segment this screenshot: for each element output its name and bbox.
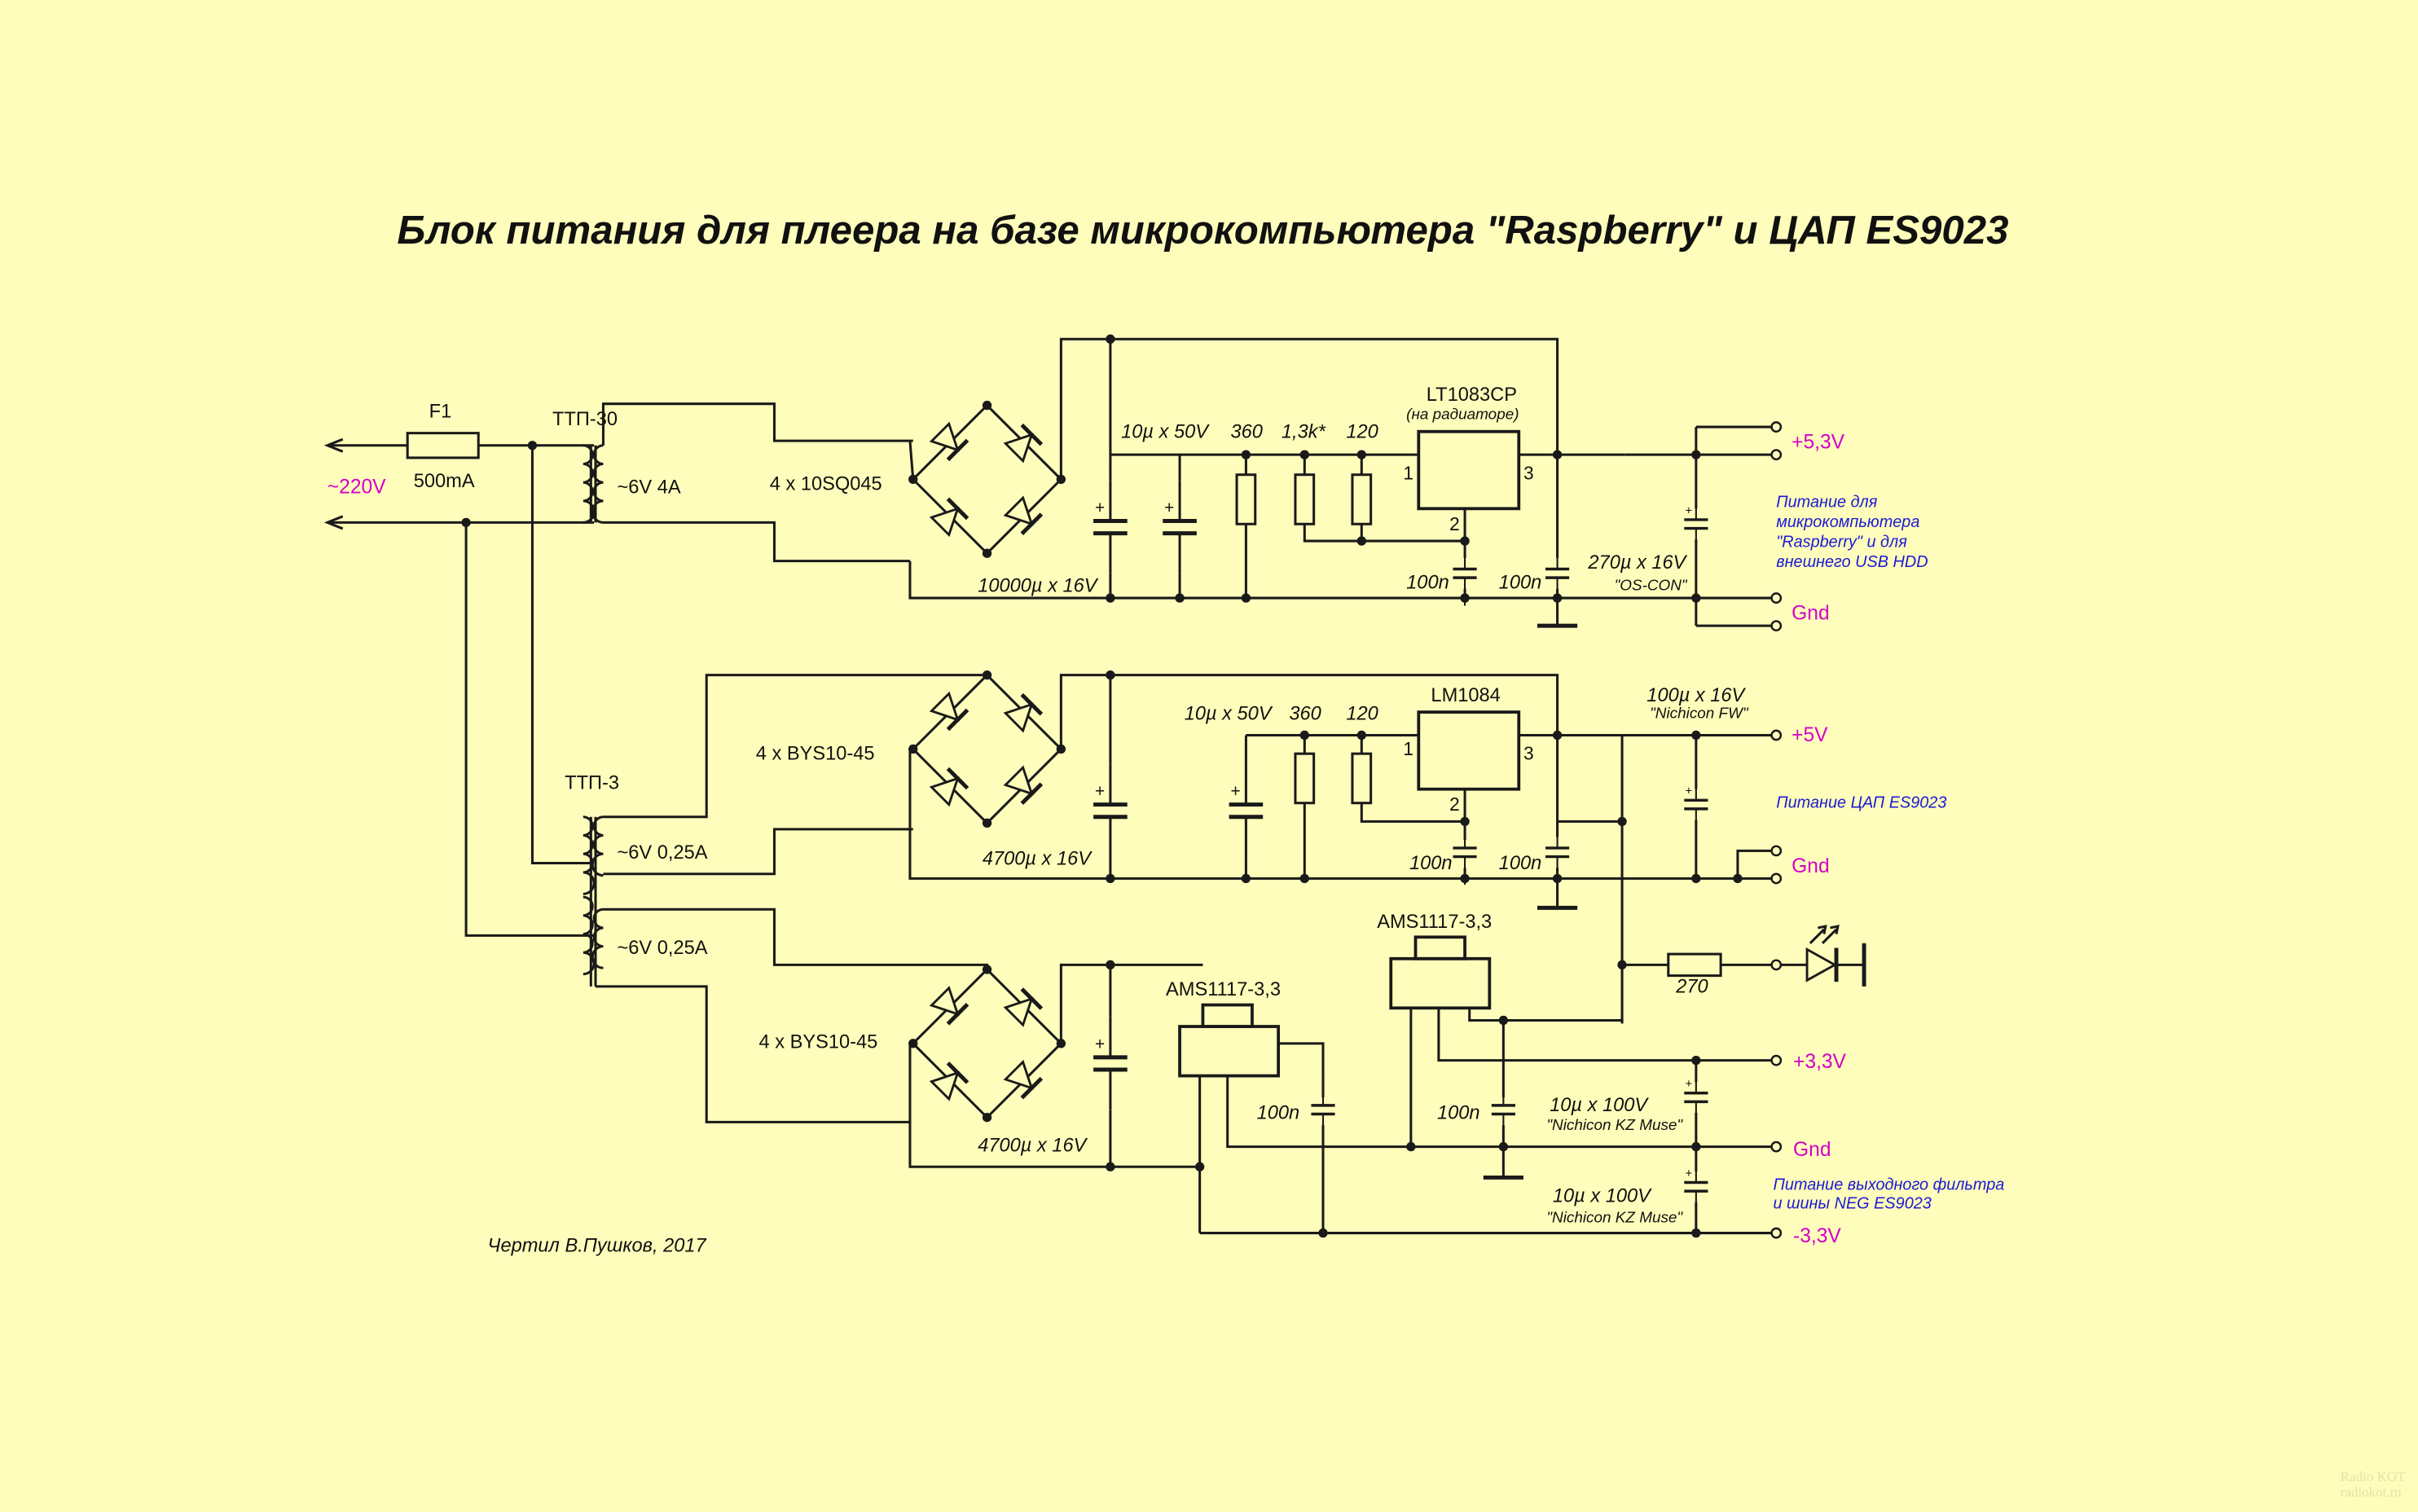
ch1-note: Питание для микрокомпьютера "Raspberry" … <box>1776 493 1928 571</box>
ch3-note-line2: и шины NEG ES9023 <box>1773 1194 1931 1212</box>
regulator-ams1117-positive: AMS1117-3,3 <box>1377 912 1492 1010</box>
ch3-c-neg-label: 100n <box>1257 1103 1300 1124</box>
ch3-reg-pos-label: AMS1117-3,3 <box>1377 912 1492 933</box>
ch1-note-line2: микрокомпьютера <box>1776 513 1919 531</box>
led-resistor-label: 270 <box>1675 976 1708 997</box>
ch2-c-out-label: 100n <box>1499 853 1542 874</box>
regulator-ams1117-negative: AMS1117-3,3 <box>1166 979 1281 1078</box>
fuse-label: F1 <box>429 402 452 423</box>
mains-input: ~220V <box>323 437 595 530</box>
ch2-r1-label: 360 <box>1289 704 1321 725</box>
ch1-r2-label: 1,3k* <box>1282 421 1326 442</box>
transformer-2-name: ТТП-3 <box>565 773 619 794</box>
ch3-gnd-label: Gnd <box>1793 1139 1831 1161</box>
ch2-regulator-label: LM1084 <box>1431 685 1500 706</box>
ch1-regulator-note: (на радиаторе) <box>1406 407 1519 424</box>
ch1-c-out-label: 100n <box>1499 573 1542 594</box>
ch2-c-adj-label: 100n <box>1409 853 1453 874</box>
fuse-f1: F1 500mA <box>406 402 480 492</box>
ch3-cap-pos-label: 10µ x 100V <box>1550 1095 1649 1116</box>
bridge-rectifier-2 <box>908 670 1066 828</box>
fuse-rating: 500mA <box>414 471 475 492</box>
ch3-note-line1: Питание выходного фильтра <box>1773 1176 2004 1194</box>
bridge-3-label: 4 x BYS10-45 <box>759 1032 878 1053</box>
watermark-url: radiokot.ru <box>2341 1484 2403 1500</box>
ch2-cap10u-label: 10µ x 50V <box>1185 704 1273 725</box>
mains-voltage-label: ~220V <box>328 476 386 498</box>
watermark-logo: Radio KOT <box>2341 1469 2406 1484</box>
ch1-pin1: 1 <box>1403 462 1413 483</box>
transformer-1-secondary: ~6V 4A <box>617 477 680 498</box>
ch2-out-cap-label: 100µ x 16V <box>1646 685 1746 706</box>
regulator-lt1083cp: LT1083CP (на радиаторе) 1 2 3 <box>1403 385 1533 534</box>
ch3-c-pos-label: 100n <box>1437 1103 1480 1124</box>
ch1-regulator-label: LT1083CP <box>1427 385 1517 406</box>
transformer-1-name: ТТП-30 <box>552 409 618 430</box>
transformer-ttp-30: ТТП-30 ~6V 4A <box>552 409 681 524</box>
ch3-cap-neg-note: "Nichicon KZ Muse" <box>1546 1209 1683 1226</box>
ch3-reg-neg-label: AMS1117-3,3 <box>1166 979 1281 1000</box>
ch2-pin2: 2 <box>1449 793 1460 815</box>
ch3-out-neg: -3,3V <box>1793 1225 1841 1247</box>
ch2-gnd-label: Gnd <box>1792 855 1829 877</box>
ch1-out-voltage: +5,3V <box>1792 432 1845 454</box>
transformer-2-secondary-2: ~6V 0,25A <box>617 938 707 959</box>
ch1-note-line1: Питание для <box>1776 493 1878 511</box>
ch1-note-line3: "Raspberry" и для <box>1776 534 1907 552</box>
ch1-r1-label: 360 <box>1230 421 1262 442</box>
ch1-out-cap-label: 270µ x 16V <box>1587 552 1687 574</box>
ch2-note: Питание ЦАП ES9023 <box>1776 793 1946 811</box>
ch2-filter-cap-label: 4700µ x 16V <box>983 848 1092 869</box>
ch2-out-cap-note: "Nichicon FW" <box>1650 705 1749 723</box>
ch1-pin2: 2 <box>1449 513 1460 534</box>
ch3-cap-pos-note: "Nichicon KZ Muse" <box>1546 1117 1683 1134</box>
ch1-r3-label: 120 <box>1346 421 1378 442</box>
ch3-filter-cap-label: 4700µ x 16V <box>978 1135 1088 1156</box>
bridge-rectifier-3 <box>908 965 1066 1122</box>
ch1-out-cap-note: "OS-CON" <box>1615 578 1688 595</box>
transformer-ttp-3: ТТП-3 ~6V 0,25A ~6V 0,25A <box>565 773 708 987</box>
author-credit: Чертил В.Пушков, 2017 <box>488 1235 707 1256</box>
bridge-rectifier-1 <box>908 401 1066 558</box>
ch1-c-adj-label: 100n <box>1406 573 1449 594</box>
bridge-1-label: 4 x 10SQ045 <box>770 474 882 495</box>
ch3-out-pos: +3,3V <box>1793 1051 1847 1073</box>
bridge-2-label: 4 x BYS10-45 <box>756 744 875 765</box>
transformer-2-secondary-1: ~6V 0,25A <box>617 842 707 864</box>
ch3-cap-neg-label: 10µ x 100V <box>1553 1186 1652 1207</box>
ch1-filter-cap-label: 10000µ x 16V <box>978 576 1099 597</box>
schematic-title: Блок питания для плеера на базе микроком… <box>397 208 2008 253</box>
ch2-r2-label: 120 <box>1346 704 1378 725</box>
ch1-note-line4: внешнего USB HDD <box>1776 553 1928 571</box>
ch1-gnd-label: Gnd <box>1792 603 1829 625</box>
ch2-pin1: 1 <box>1403 738 1413 759</box>
ch1-pin3: 3 <box>1523 462 1534 483</box>
led-indicator <box>1780 925 1866 987</box>
ch2-out-voltage: +5V <box>1792 724 1828 746</box>
regulator-lm1084: LM1084 1 2 3 <box>1403 685 1533 815</box>
ch2-pin3: 3 <box>1523 743 1534 764</box>
ch1-cap10u-label: 10µ x 50V <box>1121 421 1210 442</box>
